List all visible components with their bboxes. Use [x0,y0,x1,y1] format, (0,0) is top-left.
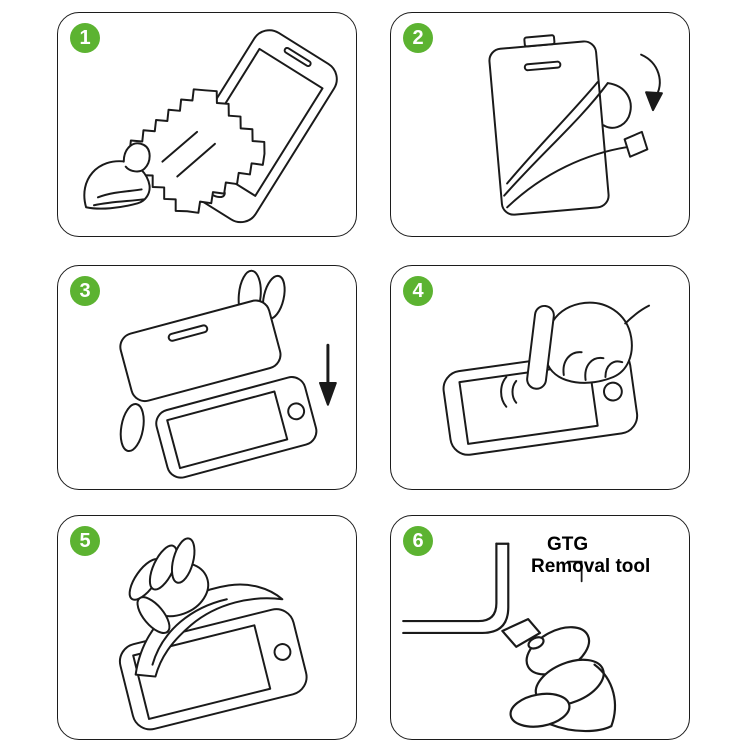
label-leader-line [566,560,583,583]
removal-tool [501,617,542,648]
hand [83,142,151,210]
step-panel-3: 3 [57,265,357,490]
corner-removal-tool-icon [402,542,617,733]
cleaning-cloth [128,88,266,214]
index-finger [526,304,555,390]
screen-protector [488,34,649,216]
screen-protector [119,299,282,403]
step-number-badge: 2 [403,23,433,53]
step-panel-2: 2 [390,12,690,237]
step-number-badge: 1 [70,23,100,53]
fingers-with-tool [501,617,617,733]
step-number-badge: 5 [70,526,100,556]
step-panel-5: 5 [57,515,357,740]
arrow-down-icon [318,343,337,406]
peeling-film [506,146,629,209]
removal-tool-label-line1: GTG [547,534,589,555]
step-number-badge: 4 [403,276,433,306]
step-panel-4: 4 [390,265,690,490]
removal-tool-label-line2: Removal tool [531,556,651,577]
press-finger-on-screen-icon [442,301,651,456]
peel-film-from-protector-icon [488,34,663,216]
smooth-film-on-screen-icon [118,537,308,731]
phone-outline [155,376,318,479]
pressing-hand [526,301,651,390]
step-number-badge: 3 [70,276,100,306]
align-protector-over-phone-icon [119,269,337,479]
glass-corner [402,542,510,635]
step-number-badge: 6 [403,526,433,556]
step-panel-1: 1 [57,12,357,237]
removal-tool-label: GTG Removal tool [531,534,650,578]
wipe-screen-with-cloth-icon [83,29,338,224]
film-tab [623,130,649,158]
step-panel-6: 6 GTG Removal tool [390,515,690,740]
curved-arrow-icon [640,53,663,112]
fingernail [527,636,545,650]
hand [128,537,210,634]
thumb [119,403,145,453]
